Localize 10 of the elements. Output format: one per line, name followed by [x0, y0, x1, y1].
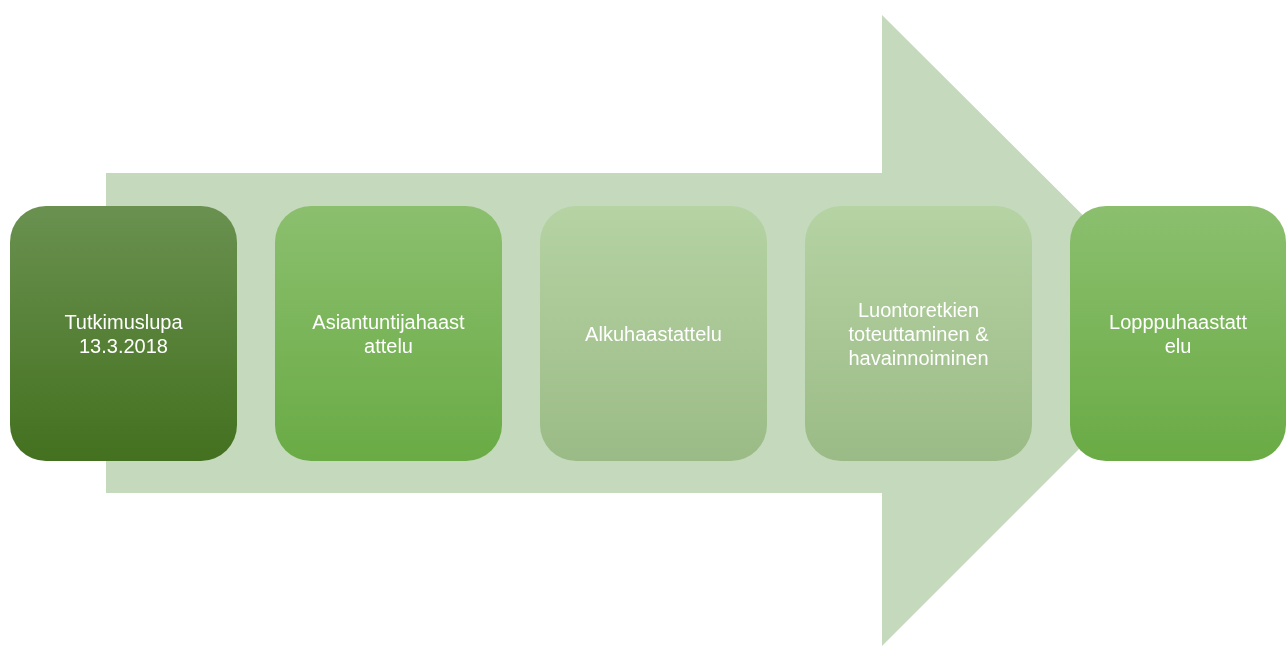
- step-label: Lopppuhaastattelu: [1108, 309, 1248, 358]
- step-box: [540, 206, 767, 461]
- step-box: [805, 206, 1032, 461]
- step-label: Asiantuntijahaastattelu: [311, 309, 466, 358]
- step-label: Tutkimuslupa 13.3.2018: [63, 309, 184, 358]
- step-box: [10, 206, 237, 461]
- step-label: Alkuhaastattelu: [585, 321, 722, 346]
- step-box: [1070, 206, 1286, 461]
- step-box: [275, 206, 502, 461]
- step-label: Luontoretkien toteuttaminen & havainnoiminen: [847, 297, 990, 370]
